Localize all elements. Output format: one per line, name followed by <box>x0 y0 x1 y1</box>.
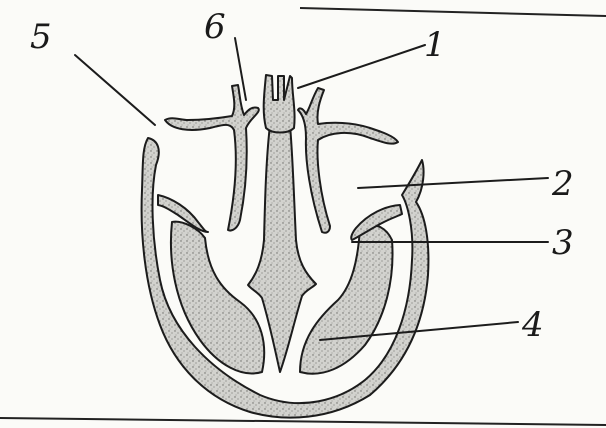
leader-line-2 <box>358 178 548 188</box>
label-6: 6 <box>204 7 226 47</box>
bottom-border-line <box>0 418 606 425</box>
label-1: 1 <box>424 25 446 65</box>
top-border-line <box>300 8 606 16</box>
label-4: 4 <box>521 305 544 345</box>
leader-line-5 <box>75 55 155 125</box>
label-3: 3 <box>552 223 574 263</box>
label-2: 2 <box>551 164 574 204</box>
leader-line-1 <box>298 45 425 88</box>
central-vessel <box>264 75 295 133</box>
label-5: 5 <box>30 17 52 57</box>
